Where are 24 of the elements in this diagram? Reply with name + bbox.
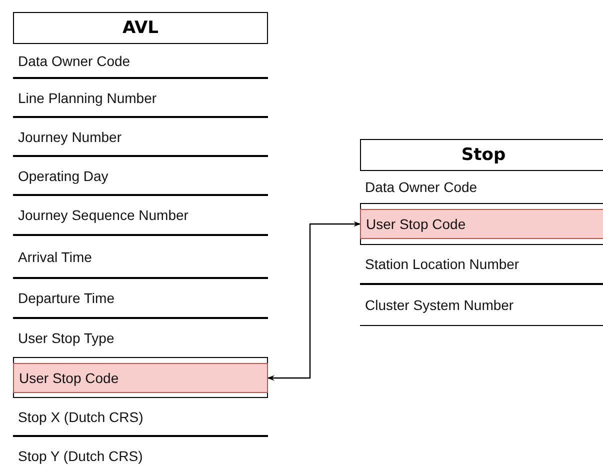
field-name: User Stop Code	[19, 370, 119, 386]
table-title: AVL	[122, 17, 160, 40]
connector-arrow	[267, 221, 361, 381]
field-row	[360, 284, 603, 326]
field-name: User Stop Type	[18, 330, 114, 346]
field-name: Journey Number	[18, 128, 122, 144]
field-name: Arrival Time	[18, 248, 92, 264]
field-name: Journey Sequence Number	[18, 207, 188, 223]
table-box	[360, 139, 603, 325]
highlighted-field-row	[360, 209, 603, 239]
field-name: User Stop Code	[366, 216, 466, 232]
field-name: Data Owner Code	[365, 179, 478, 195]
field-name: Operating Day	[18, 168, 108, 184]
field-name: Stop Y (Dutch CRS)	[18, 448, 143, 464]
field-row	[360, 170, 603, 204]
field-name: Station Location Number	[365, 256, 520, 272]
highlighted-field-row	[13, 363, 268, 393]
field-row	[360, 244, 603, 284]
field-name: Departure Time	[18, 290, 114, 306]
field-name: Line Planning Number	[18, 90, 157, 106]
table-title: Stop	[460, 144, 507, 167]
field-name: Stop X (Dutch CRS)	[18, 408, 144, 424]
field-name: Cluster System Number	[365, 297, 514, 313]
field-name: Data Owner Code	[18, 52, 130, 68]
